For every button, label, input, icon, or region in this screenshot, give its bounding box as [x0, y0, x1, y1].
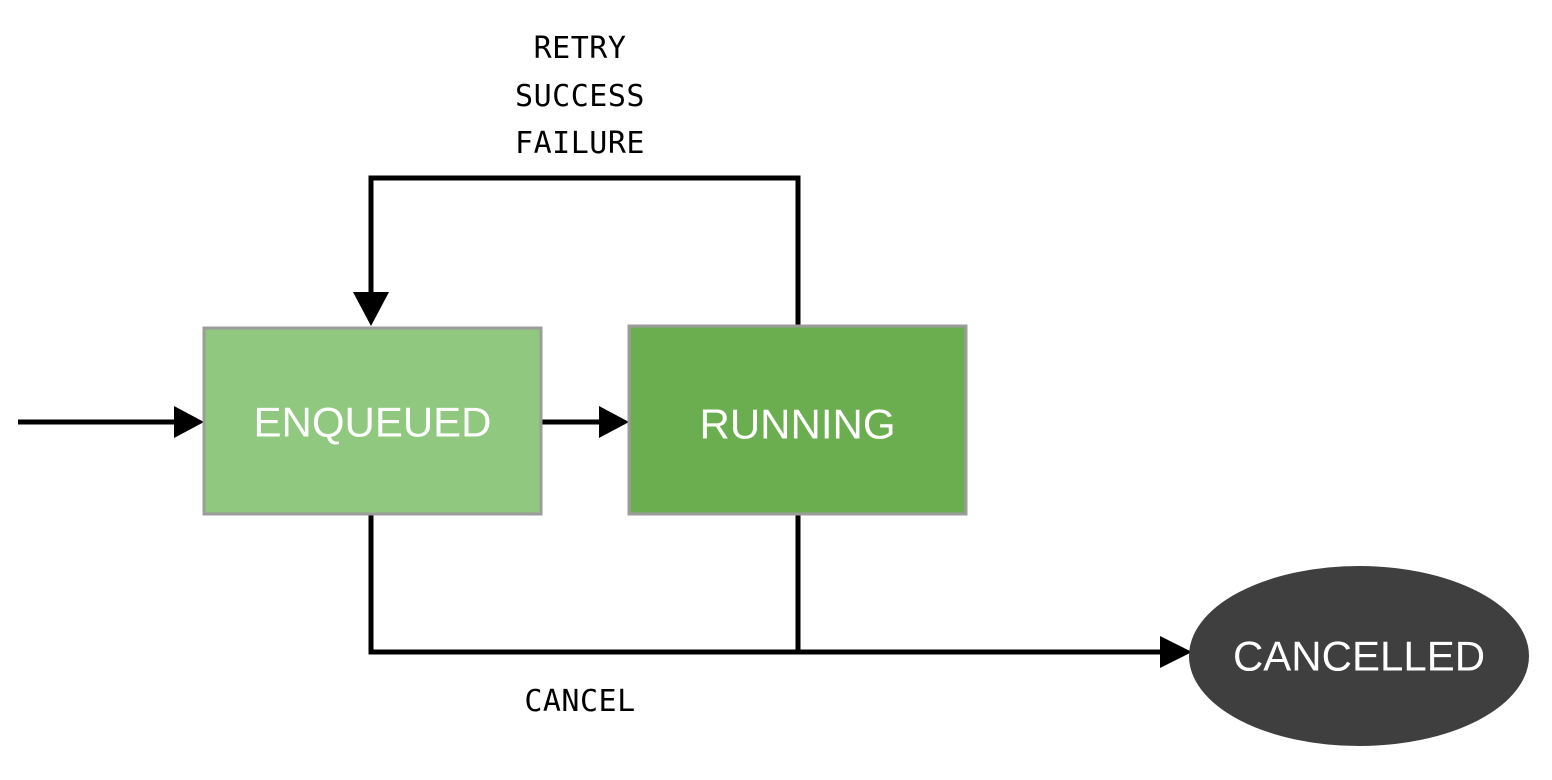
- node-running[interactable]: RUNNING: [627, 324, 968, 516]
- edge-running-to-enqueued-feedback: [353, 175, 801, 326]
- edge-label-retry: RETRY: [534, 31, 627, 66]
- edge-label-cancel: CANCEL: [524, 684, 635, 719]
- node-enqueued-label: ENQUEUED: [253, 399, 491, 446]
- edge-label-success: SUCCESS: [515, 79, 645, 114]
- edge-enqueued-to-running: [541, 406, 629, 438]
- node-cancelled-shape[interactable]: [1189, 566, 1529, 746]
- edge-running-to-enqueued-feedback-arrowhead: [353, 292, 389, 326]
- node-running-shape[interactable]: [627, 324, 968, 516]
- edge-enqueued-to-cancelled: [368, 514, 1192, 668]
- edge-enqueued-to-cancelled-line: [368, 514, 1176, 655]
- edge-enqueued-to-cancelled-arrowhead: [1160, 636, 1192, 668]
- node-enqueued-shape[interactable]: [202, 326, 543, 516]
- node-cancelled[interactable]: CANCELLED: [1189, 566, 1529, 746]
- edge-label-failure: FAILURE: [515, 126, 645, 161]
- edge-start-to-enqueued-arrowhead: [174, 406, 204, 438]
- node-cancelled-label: CANCELLED: [1233, 633, 1485, 680]
- edge-enqueued-to-running-arrowhead: [599, 406, 629, 438]
- node-enqueued[interactable]: ENQUEUED: [202, 326, 543, 516]
- node-running-label: RUNNING: [700, 401, 896, 448]
- edge-running-to-enqueued-feedback-line: [368, 175, 801, 326]
- edge-start-to-enqueued: [18, 406, 204, 438]
